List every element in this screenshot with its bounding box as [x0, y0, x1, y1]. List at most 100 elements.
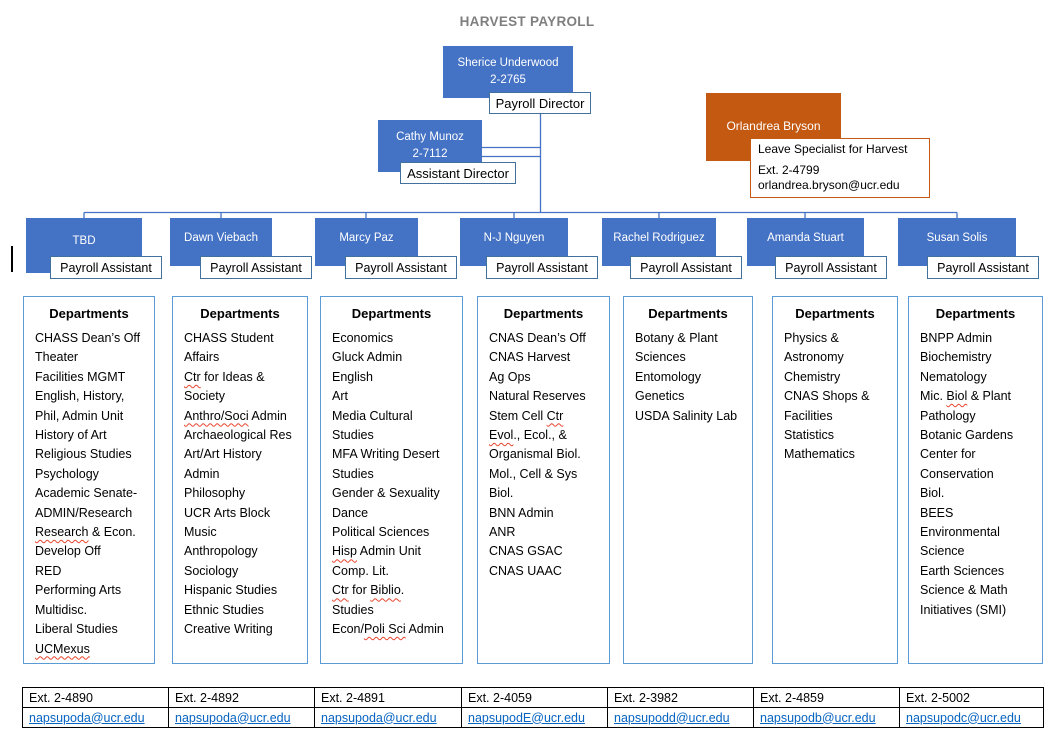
department-text: Facilities [784, 408, 833, 423]
payroll-assistant-label: Payroll Assistant [200, 256, 312, 279]
department-text: Conservation [920, 466, 994, 481]
department-line: Physics & [784, 329, 894, 348]
footer-email-link[interactable]: napsupodd@ucr.edu [614, 710, 730, 725]
department-text: Facilities MGMT [35, 369, 126, 384]
assistant-name: Marcy Paz [339, 231, 394, 244]
department-text: USDA Salinity Lab [635, 408, 738, 423]
department-text: Multidisc. [35, 602, 88, 617]
department-text: Studies [332, 466, 374, 481]
footer-email-link[interactable]: napsupoda@ucr.edu [29, 710, 145, 725]
misspelled-word: Poli Sci [363, 622, 406, 637]
department-text: ADMIN/Research [35, 505, 133, 520]
department-line: Phil, Admin Unit [35, 407, 151, 426]
department-text: Gluck Admin [332, 350, 403, 365]
assistant-name: Amanda Stuart [767, 231, 844, 244]
misspelled-word: Biol [946, 389, 968, 404]
department-text: Archaeological Res [184, 428, 292, 443]
department-line: Biochemistry [920, 348, 1039, 367]
department-line: Media Cultural [332, 407, 459, 426]
payroll-assistant-label: Payroll Assistant [630, 256, 742, 279]
department-line: Comp. Lit. [332, 562, 459, 581]
footer-ext-cell: Ext. 2-4891 [314, 687, 462, 708]
footer-email-link[interactable]: napsupodb@ucr.edu [760, 710, 876, 725]
department-text: Mathematics [784, 447, 855, 462]
department-line: Ag Ops [489, 368, 606, 387]
department-line: Environmental [920, 523, 1039, 542]
department-line: Hisp Admin Unit [332, 542, 459, 561]
department-text: & Econ. [88, 525, 136, 540]
payroll-assistant-label: Payroll Assistant [927, 256, 1039, 279]
director-node: Sherice Underwood 2-2765 [443, 46, 573, 98]
departments-header: Departments [351, 306, 432, 321]
department-text: Psychology [35, 466, 99, 481]
department-line: Mol., Cell & Sys [489, 465, 606, 484]
misspelled-word: Anthro/Soci [184, 408, 249, 423]
assistant-director-ext: 2-7112 [412, 148, 448, 160]
department-text: Anthropology [184, 544, 258, 559]
footer-email-link[interactable]: napsupoda@ucr.edu [175, 710, 291, 725]
footer-email-cell: napsupodb@ucr.edu [753, 707, 900, 728]
department-text: Philosophy [184, 486, 246, 501]
leave-specialist-email: orlandrea.bryson@ucr.edu [758, 178, 900, 193]
department-text: BNPP Admin [920, 331, 993, 345]
assistant-name: N-J Nguyen [483, 231, 545, 244]
department-text: Mol., Cell & Sys [489, 466, 578, 481]
department-text: Science & Math [920, 583, 1008, 598]
department-text: Religious Studies [35, 447, 132, 462]
department-line: Ctr for Biblio. [332, 581, 459, 600]
department-text: Music [184, 525, 217, 540]
department-text: Sciences [635, 350, 686, 365]
footer-email-cell: napsupoda@ucr.edu [22, 707, 169, 728]
department-line: BNN Admin [489, 504, 606, 523]
department-text: CNAS Dean’s Off [489, 331, 586, 345]
footer-email-link[interactable]: napsupodc@ucr.edu [906, 710, 1021, 725]
department-line: Academic Senate- [35, 484, 151, 503]
department-text: Botany & Plant [635, 331, 718, 345]
department-line: Anthro/Soci Admin [184, 407, 304, 426]
department-text: RED [35, 563, 62, 578]
department-line: Ctr for Ideas & [184, 368, 304, 387]
department-text: Art/Art History [184, 447, 262, 462]
department-text: Hispanic Studies [184, 583, 278, 598]
department-text: Develop Off [35, 544, 101, 559]
department-line: Performing Arts [35, 581, 151, 600]
departments-header: Departments [795, 306, 875, 321]
misspelled-word: Ctr [546, 408, 564, 423]
department-text: Sociology [184, 563, 239, 578]
department-text: Economics [332, 331, 394, 345]
department-text: Astronomy [784, 350, 844, 365]
department-line: BEES [920, 504, 1039, 523]
department-line: Admin [184, 465, 304, 484]
footer-email-link[interactable]: napsupoda@ucr.edu [321, 710, 437, 725]
department-text: Initiatives (SMI) [920, 602, 1007, 617]
department-line: CNAS Harvest [489, 348, 606, 367]
director-ext: 2-2765 [490, 74, 526, 86]
department-line: USDA Salinity Lab [635, 407, 749, 426]
department-text: Biol. [489, 486, 514, 501]
department-line: Earth Sciences [920, 562, 1039, 581]
department-text: Physics & [784, 331, 839, 345]
department-text: Dance [332, 505, 369, 520]
department-text: Science [920, 544, 965, 559]
department-text: History of Art [35, 428, 107, 443]
footer-email-link[interactable]: napsupodE@ucr.edu [468, 710, 585, 725]
department-line: Philosophy [184, 484, 304, 503]
director-name: Sherice Underwood [457, 57, 559, 70]
department-line: Initiatives (SMI) [920, 601, 1039, 620]
department-text: UCR Arts Block [184, 505, 271, 520]
department-line: RED [35, 562, 151, 581]
department-text: Admin [184, 466, 220, 481]
department-text: BEES [920, 505, 954, 520]
payroll-assistant-label: Payroll Assistant [50, 256, 162, 279]
department-text: Studies [332, 602, 374, 617]
department-line: CNAS Shops & [784, 387, 894, 406]
page-title: HARVEST PAYROLL [459, 14, 595, 29]
department-line: ANR [489, 523, 606, 542]
assistant-name: Susan Solis [926, 231, 988, 244]
